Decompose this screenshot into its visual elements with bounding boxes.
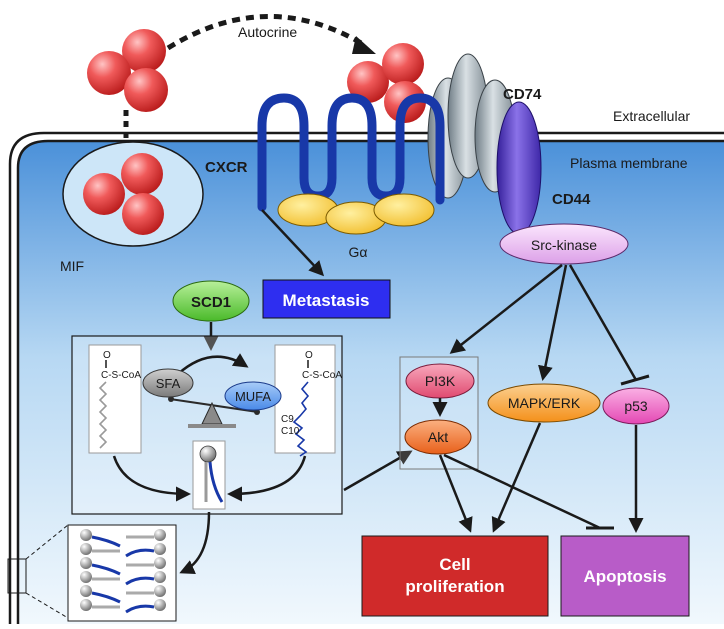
- mif-trimer-extracellular: [87, 29, 168, 112]
- scd1-node: [172, 280, 250, 322]
- g-alpha-label: Gα: [349, 244, 368, 260]
- src-kinase-label: Src-kinase: [531, 237, 597, 253]
- sfa-coa-label: C-S-CoA: [101, 370, 141, 381]
- arrow-sfa-to-mufa: [177, 353, 249, 375]
- akt-label: Akt: [428, 429, 448, 445]
- c9-label: C9: [281, 414, 294, 425]
- plasma-membrane: [8, 131, 724, 624]
- mufa-node: [224, 381, 282, 411]
- mufa-chain: [292, 381, 310, 457]
- arrow-src-to-pi3k: [449, 264, 563, 354]
- akt-node: [404, 419, 472, 455]
- metastasis-label: Metastasis: [283, 291, 370, 310]
- arrow-phospholipid-to-membrane: [179, 511, 211, 574]
- arrow-src-to-mapk: [538, 264, 568, 381]
- pi3k-label: PI3K: [425, 373, 456, 389]
- zoom-line-bottom: [25, 592, 69, 619]
- sfa-oxygen: O: [103, 350, 111, 361]
- arrow-sfa-to-phospholipid: [112, 455, 191, 502]
- sfa-coa-card: [88, 344, 142, 454]
- cd74-label: CD74: [503, 86, 542, 103]
- mapk-erk-label: MAPK/ERK: [508, 395, 581, 411]
- mif-trimer-vesicle: [83, 153, 164, 235]
- mufa-oxygen: O: [305, 350, 313, 361]
- mif-vesicle: [62, 141, 204, 247]
- zoom-line-top: [25, 524, 69, 560]
- plasma-membrane-inner: [16, 139, 724, 624]
- plasma-membrane-label: Plasma membrane: [570, 155, 688, 171]
- mif-trimer-bound: [347, 43, 426, 123]
- balance-scale: [168, 396, 260, 428]
- autocrine-label: Autocrine: [238, 24, 297, 40]
- autocrine-arrow: [166, 14, 368, 51]
- phospholipid-unsaturated-tail: [208, 461, 224, 503]
- phospholipid-head: [199, 445, 217, 463]
- src-kinase-node: [499, 223, 629, 265]
- sfa-label: SFA: [156, 376, 181, 391]
- arrow-cxcr-metastasis: [261, 209, 325, 277]
- mufa-coa-label: C-S-CoA: [302, 370, 342, 381]
- cell-proliferation-label-line2: proliferation: [405, 577, 504, 596]
- arrow-mapk-to-proliferation: [491, 422, 542, 533]
- cxcr-label: CXCR: [205, 159, 248, 176]
- p53-label: p53: [624, 398, 648, 414]
- cell-proliferation-box: [361, 535, 549, 617]
- apoptosis-box: [560, 535, 690, 617]
- inhibit-src-to-p53: [568, 264, 638, 381]
- arrow-mufa-to-phospholipid: [227, 455, 307, 502]
- mif-label: MIF: [60, 258, 84, 274]
- cell-proliferation-label-line1: Cell: [439, 555, 470, 574]
- autocrine-arrowhead: [352, 36, 376, 54]
- arrow-lipid-to-akt: [343, 450, 413, 492]
- p53-node: [602, 387, 670, 425]
- cd44-label: CD44: [552, 191, 591, 208]
- sfa-node: [142, 368, 194, 398]
- metastasis-box: [262, 279, 391, 319]
- cxcr-receptor: [257, 93, 445, 212]
- arrow-akt-to-proliferation: [438, 454, 473, 533]
- mufa-label: MUFA: [235, 389, 271, 404]
- inhibit-akt-to-apoptosis: [443, 453, 601, 530]
- membrane-zoom-marker: [7, 558, 27, 594]
- inhibit-bar-p53: [620, 374, 650, 386]
- apoptosis-label: Apoptosis: [583, 567, 666, 586]
- c10-label: C10: [281, 426, 300, 437]
- extracellular-label: Extracellular: [613, 108, 690, 124]
- lipid-bilayer: [80, 529, 166, 614]
- cd44-receptor: [496, 101, 542, 235]
- g-alpha-protein: [277, 193, 435, 235]
- scd1-label: SCD1: [191, 294, 231, 311]
- mapk-erk-node: [487, 383, 601, 423]
- sfa-chain: [98, 381, 108, 449]
